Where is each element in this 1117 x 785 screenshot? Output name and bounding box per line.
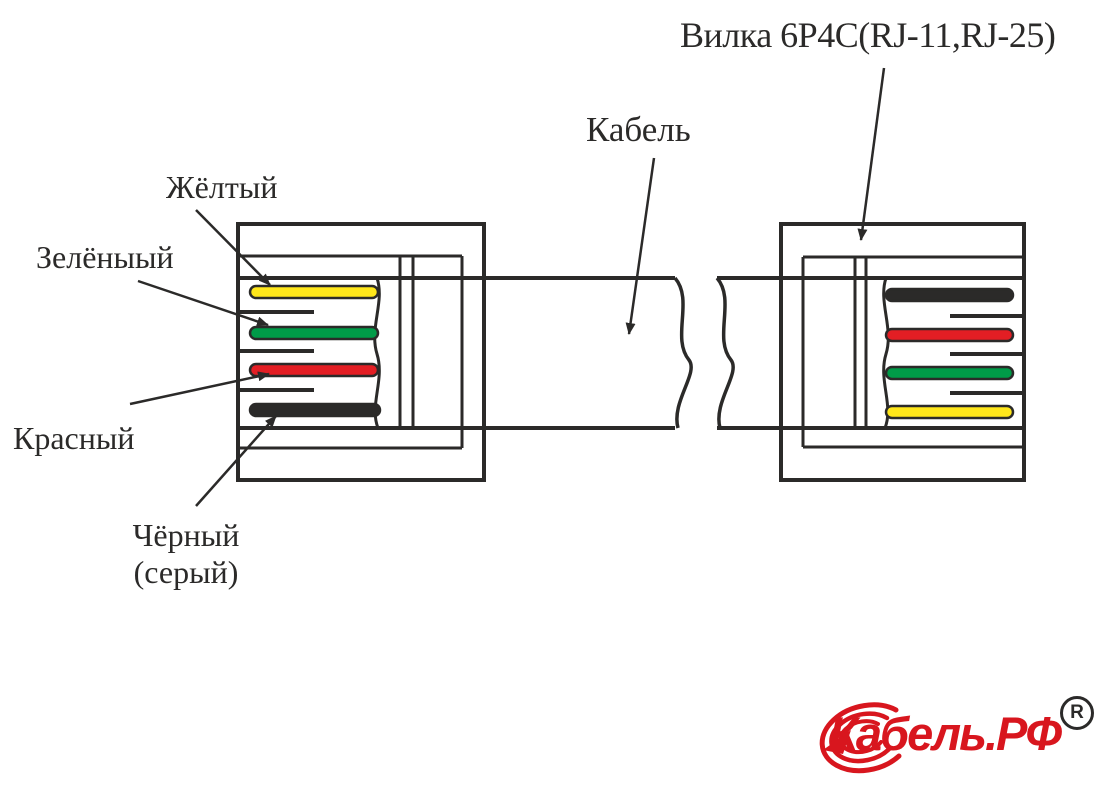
right-plug-outer-outline <box>779 222 1026 482</box>
registered-trademark-icon: R <box>1060 696 1094 730</box>
logo-bolt-icon <box>823 730 851 754</box>
wire-yellow-right <box>884 404 1015 420</box>
wire-red-right <box>884 327 1015 343</box>
black-wire-label-line2: (серый) <box>133 554 239 590</box>
arrow-plug <box>857 67 886 241</box>
red-wire-label: Красный <box>13 420 135 456</box>
logo-text: Кабель.РФ <box>829 707 1062 760</box>
yellow-wire-label: Жёлтый <box>166 169 278 205</box>
left-plug-outer-outline <box>236 222 486 482</box>
cable-break-wave <box>673 276 693 429</box>
wire-black-right <box>884 287 1015 303</box>
wire-green-left <box>248 325 380 341</box>
right-plug-wires <box>884 287 1015 420</box>
arrow-black <box>195 415 277 507</box>
left-plug-body <box>236 222 486 482</box>
cable-run <box>240 276 1022 430</box>
arrow-red <box>129 371 270 406</box>
cable-break-wave <box>715 276 735 429</box>
green-wire-label: Зелёныый <box>36 239 174 275</box>
black-wire-label: Чёрный (серый) <box>116 517 256 591</box>
left-plug-wires <box>248 284 382 418</box>
annotation-arrows <box>129 67 886 507</box>
cable-swirl-icon <box>819 702 902 774</box>
wire-yellow-left <box>248 284 380 300</box>
kabel-rf-logo: Кабель.РФ R <box>795 692 1095 780</box>
black-wire-label-line1: Чёрный <box>132 517 240 553</box>
right-plug-body <box>779 222 1026 482</box>
arrow-yellow <box>195 209 271 286</box>
arrow-green <box>137 279 269 327</box>
cable-label: Кабель <box>586 110 691 149</box>
wire-black-left <box>248 402 382 418</box>
arrow-cable <box>625 157 656 335</box>
wire-red-left <box>248 362 380 378</box>
plug-title-label: Вилка 6P4C(RJ-11,RJ-25) <box>680 15 1056 55</box>
wire-green-right <box>884 365 1015 381</box>
